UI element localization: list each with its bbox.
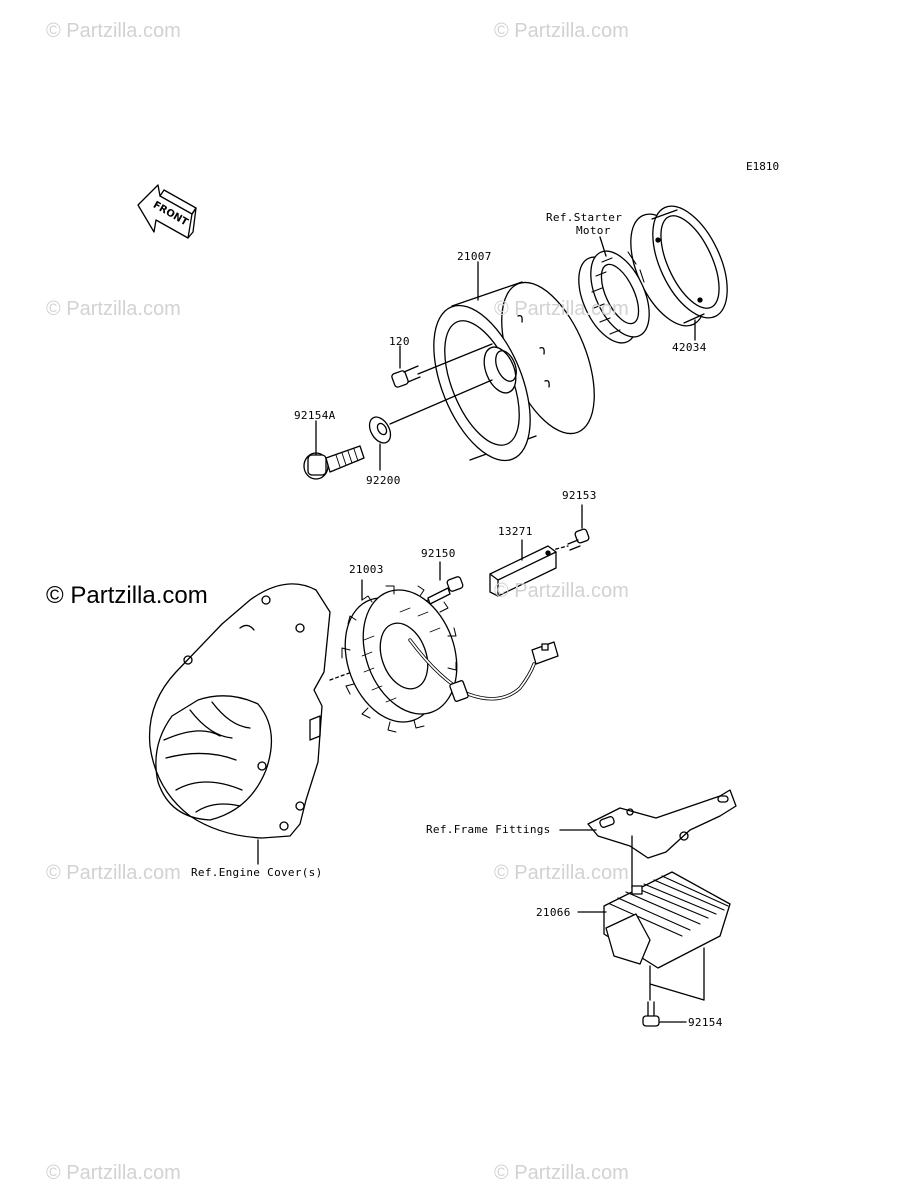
part-label-92150[interactable]: 92150 <box>421 547 456 560</box>
part-label-21066[interactable]: 21066 <box>536 906 571 919</box>
engine-cover <box>148 583 353 865</box>
leader-120 <box>417 343 493 375</box>
watermark-center-right: © Partzilla.com <box>494 580 629 602</box>
part-label-92154A[interactable]: 92154A <box>294 409 336 422</box>
bolt-92150 <box>419 561 464 605</box>
ref-starter-motor-line2: Motor <box>576 224 611 237</box>
watermark-mid-right: © Partzilla.com <box>494 298 629 320</box>
bolt-92154A <box>303 420 365 480</box>
diagram-code: E1810 <box>746 160 780 173</box>
part-label-42034[interactable]: 42034 <box>672 341 707 354</box>
watermark-main: © Partzilla.com <box>46 582 208 609</box>
part-label-21003[interactable]: 21003 <box>349 563 384 576</box>
plate-13271 <box>489 539 557 597</box>
starter-housing-42034 <box>630 205 728 341</box>
part-label-92153[interactable]: 92153 <box>562 489 597 502</box>
ref-starter-motor-line1: Ref.Starter <box>546 211 623 224</box>
ref-engine-covers: Ref.Engine Cover(s) <box>191 866 323 879</box>
watermark-top-left: © Partzilla.com <box>46 20 181 42</box>
rotor-21007 <box>433 261 595 464</box>
bolt-92154 <box>642 1001 687 1027</box>
watermark-lower-left: © Partzilla.com <box>46 862 181 884</box>
front-arrow-icon: FRONT <box>137 184 197 239</box>
washer-92200 <box>368 416 392 471</box>
stator-21003 <box>341 579 559 733</box>
part-label-120[interactable]: 120 <box>389 335 410 348</box>
regulator-21066 <box>577 871 731 1001</box>
part-label-13271[interactable]: 13271 <box>498 525 533 538</box>
watermark-bottom-right: © Partzilla.com <box>494 1162 629 1184</box>
ref-frame-fittings: Ref.Frame Fittings <box>426 823 551 836</box>
watermark-top-right: © Partzilla.com <box>494 20 629 42</box>
starter-clutch <box>578 236 650 344</box>
part-label-92154[interactable]: 92154 <box>688 1016 723 1029</box>
bolt-92153 <box>543 504 590 553</box>
regulator-bracket <box>559 789 737 889</box>
part-label-92200[interactable]: 92200 <box>366 474 401 487</box>
leader-92200 <box>389 379 493 425</box>
watermark-mid-left: © Partzilla.com <box>46 298 181 320</box>
part-label-21007[interactable]: 21007 <box>457 250 492 263</box>
bolt-120 <box>391 345 421 388</box>
watermark-bottom-left: © Partzilla.com <box>46 1162 181 1184</box>
watermark-lower-right: © Partzilla.com <box>494 862 629 884</box>
